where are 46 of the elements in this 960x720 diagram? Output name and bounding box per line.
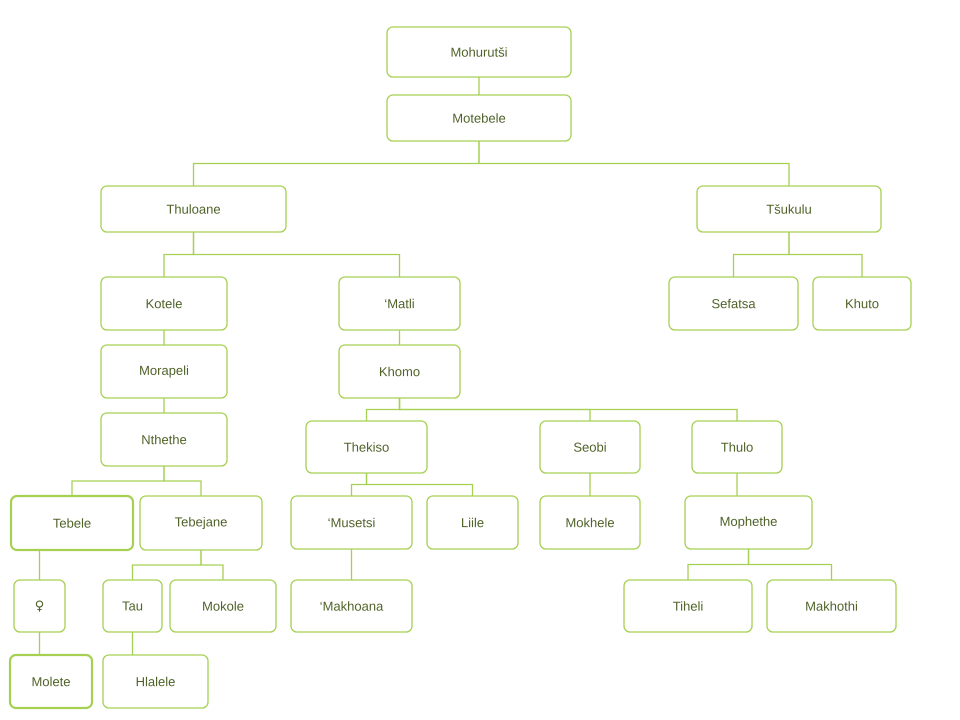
- person-box: ♀: [13, 579, 66, 633]
- person-box: ‘Musetsi: [290, 495, 413, 550]
- person-box: Liile: [426, 495, 519, 550]
- person-box: Molete: [8, 654, 94, 710]
- person-box: Tebejane: [139, 495, 263, 551]
- connector-line: [589, 473, 591, 496]
- connector-line: [163, 466, 202, 496]
- person-box: Seobi: [539, 420, 641, 474]
- connector-line: [478, 77, 480, 95]
- person-box: Tšukulu: [696, 185, 882, 233]
- person-box: Makhothi: [766, 579, 897, 633]
- person-box: Thulo: [691, 420, 783, 474]
- person-box: Khuto: [812, 276, 912, 331]
- person-box: Mokole: [169, 579, 277, 633]
- connector-line: [192, 232, 400, 277]
- connector-line: [748, 549, 832, 580]
- person-box: Thekiso: [305, 420, 428, 474]
- connector-line: [38, 632, 40, 655]
- person-box: Mokhele: [539, 495, 641, 550]
- person-box: Khomo: [338, 344, 461, 399]
- connector-line: [163, 330, 165, 345]
- connector-line: [132, 632, 134, 655]
- person-box: Motebele: [386, 94, 572, 142]
- connector-line: [366, 473, 474, 496]
- person-box: Mophethe: [684, 495, 813, 550]
- person-box: Sefatsa: [668, 276, 799, 331]
- person-box: Hlalele: [102, 654, 209, 709]
- person-box: Tiheli: [623, 579, 753, 633]
- connector-line: [398, 330, 400, 345]
- connector-line: [478, 141, 790, 186]
- person-box: Kotele: [100, 276, 228, 331]
- connector-line: [38, 550, 40, 580]
- person-box: ‘Matli: [338, 276, 461, 331]
- person-box: ‘Makhoana: [290, 579, 413, 633]
- connector-line: [736, 473, 738, 496]
- person-box: Thuloane: [100, 185, 287, 233]
- person-box: Tau: [102, 579, 163, 633]
- person-box: Nthethe: [100, 412, 228, 467]
- connector-line: [200, 550, 224, 580]
- person-box: Morapeli: [100, 344, 228, 399]
- connector-line: [788, 232, 863, 277]
- person-box: Mohurutši: [386, 26, 572, 78]
- connector-line: [398, 398, 738, 421]
- connector-line: [350, 549, 352, 580]
- person-box: Tebele: [10, 494, 134, 552]
- connector-line: [163, 398, 165, 413]
